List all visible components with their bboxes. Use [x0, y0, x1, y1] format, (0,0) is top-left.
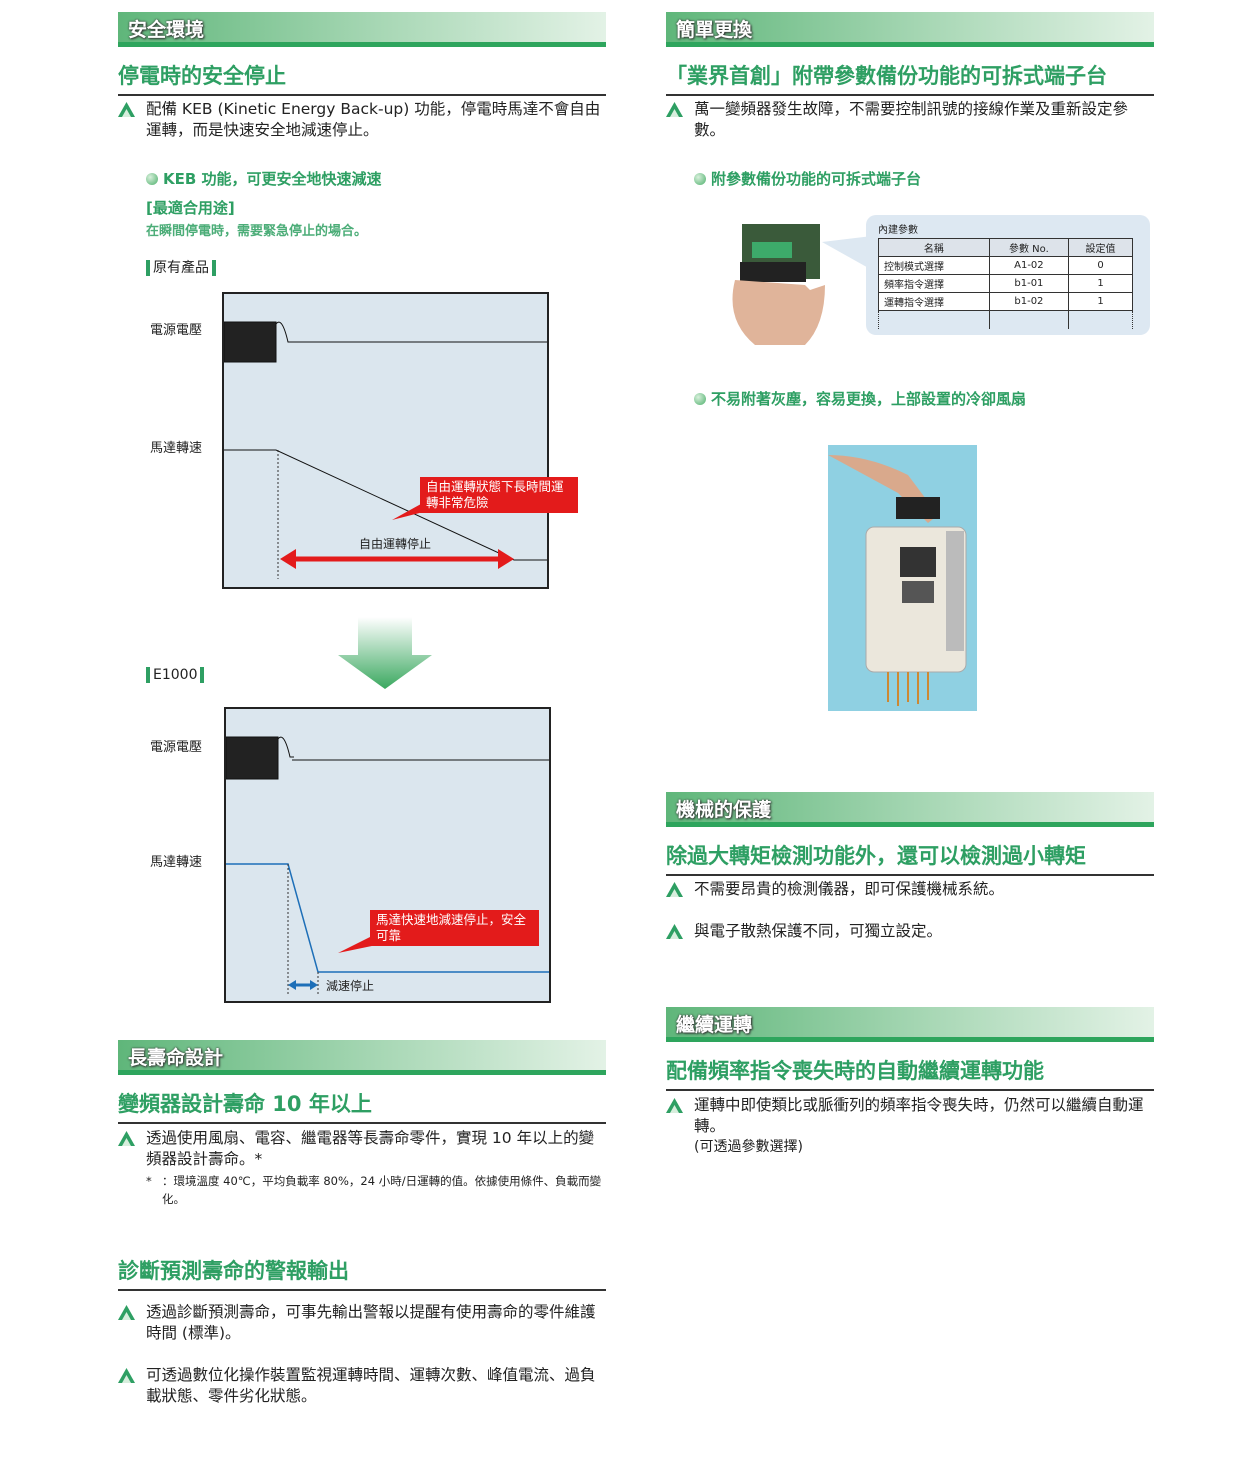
section-header-easy: 簡單更換	[666, 12, 1154, 47]
header-text: 安全環境	[128, 19, 205, 41]
terminal-board-photo	[732, 224, 825, 345]
span-label: 自由運轉停止	[359, 537, 432, 551]
subheading-fan: 不易附著灰塵，容易更換，上部設置的冷卻風扇	[694, 388, 1026, 409]
green-dot-icon	[694, 393, 706, 405]
bullet-torque-2: 與電子散熱保護不同，可獨立設定。	[666, 921, 1156, 942]
triangle-bullet-icon	[118, 1131, 135, 1146]
triangle-bullet-icon	[666, 924, 683, 939]
heading-design-life: 變頻器設計壽命 10 年以上	[118, 1088, 606, 1124]
span-label: 減速停止	[326, 979, 375, 993]
waveform-chart	[225, 736, 549, 994]
panel-caption: 內建參數	[878, 225, 918, 236]
bullet-replace: 萬一變頻器發生故障，不需要控制訊號的接線作業及重新設定參數。	[666, 99, 1156, 141]
param-note: (可透過參數選擇)	[694, 1139, 803, 1155]
triangle-bullet-icon	[118, 1305, 135, 1320]
bullet-keb: 配備 KEB (Kinetic Energy Back-up) 功能，停電時馬達…	[118, 99, 608, 141]
speed-line	[226, 863, 549, 973]
diagram-old-product: 自由運轉狀態下長時間運轉非常危險 自由運轉停止	[222, 292, 578, 589]
subheading-keb: KEB 功能，可更安全地快速減速	[146, 168, 382, 189]
use-text: 在瞬間停電時，需要緊急停止的場合。	[146, 224, 368, 239]
footnote: *：環境溫度 40℃，平均負載率 80%，24 小時/日運轉的值。依據使用條件、…	[146, 1174, 602, 1206]
triangle-bullet-icon	[666, 882, 683, 897]
bullet-monitor: 可透過數位化操作裝置監視運轉時間、運轉次數、峰值電流、過負載狀態、零件劣化狀態。	[118, 1365, 608, 1407]
green-dot-icon	[694, 173, 706, 185]
triangle-bullet-icon	[118, 1368, 135, 1383]
bullet-torque-1: 不需要昂貴的檢測儀器，即可保護機械系統。	[666, 879, 1156, 900]
speed-label: 馬達轉速	[150, 441, 203, 456]
bullet-alarm: 透過診斷預測壽命，可事先輸出警報以提醒有使用壽命的零件維護時間 (標準)。	[118, 1302, 608, 1344]
header-text: 長壽命設計	[128, 1047, 224, 1069]
heading-torque: 除過大轉矩檢測功能外，還可以檢測過小轉矩	[666, 840, 1154, 876]
triangle-bullet-icon	[666, 102, 683, 117]
use-label: [最適合用途]	[146, 199, 235, 217]
voltage-waveform	[225, 736, 549, 780]
header-text: 簡單更換	[676, 19, 753, 41]
bullet-continue: 運轉中即使類比或脈衝列的頻率指令喪失時，仍然可以繼續自動運轉。(可透過參數選擇)	[666, 1095, 1156, 1158]
triangle-bullet-icon	[118, 102, 135, 117]
heading-auto-continue: 配備頻率指令喪失時的自動繼續運轉功能	[666, 1055, 1154, 1091]
heading-safe-stop: 停電時的安全停止	[118, 60, 606, 96]
inverter-photo	[828, 445, 977, 711]
sub-text: KEB 功能，可更安全地快速減速	[163, 170, 382, 188]
section-header-life: 長壽命設計	[118, 1040, 606, 1075]
bullet-text: 配備 KEB (Kinetic Energy Back-up) 功能，停電時馬達…	[146, 100, 601, 139]
speed-line	[224, 449, 547, 561]
section-header-continue: 繼續運轉	[666, 1007, 1154, 1042]
down-arrow-icon	[338, 617, 432, 689]
section-header-safety: 安全環境	[118, 12, 606, 47]
label-old-product: 原有產品	[146, 257, 216, 277]
span-arrow	[280, 549, 514, 569]
voltage-label: 電源電壓	[150, 323, 203, 338]
header-text: 機械的保護	[676, 799, 772, 821]
speed-label: 馬達轉速	[150, 855, 203, 870]
subheading-terminal: 附參數備份功能的可拆式端子台	[694, 168, 921, 189]
header-text: 繼續運轉	[676, 1014, 753, 1036]
section-header-mech: 機械的保護	[666, 792, 1154, 827]
bullet-life: 透過使用風扇、電容、繼電器等長壽命零件，實現 10 年以上的變頻器設計壽命。*	[118, 1128, 608, 1170]
green-dot-icon	[146, 173, 158, 185]
callout-danger: 自由運轉狀態下長時間運轉非常危險	[420, 477, 578, 513]
callout-safe: 馬達快速地減速停止，安全可靠	[370, 910, 539, 946]
callout-pointer	[822, 236, 872, 270]
bullet-text: 透過使用風扇、電容、繼電器等長壽命零件，實現 10 年以上的變頻器設計壽命。*	[146, 1129, 595, 1168]
voltage-waveform	[223, 321, 547, 363]
span-arrow	[288, 980, 318, 990]
diagram-e1000: 馬達快速地減速停止，安全可靠 減速停止	[224, 707, 551, 1003]
triangle-bullet-icon	[666, 1098, 683, 1113]
heading-terminal: 「業界首創」附帶參數備份功能的可拆式端子台	[666, 60, 1154, 96]
label-e1000: E1000	[146, 667, 205, 683]
voltage-label: 電源電壓	[150, 740, 203, 755]
heading-alarm: 診斷預測壽命的警報輸出	[118, 1255, 606, 1291]
